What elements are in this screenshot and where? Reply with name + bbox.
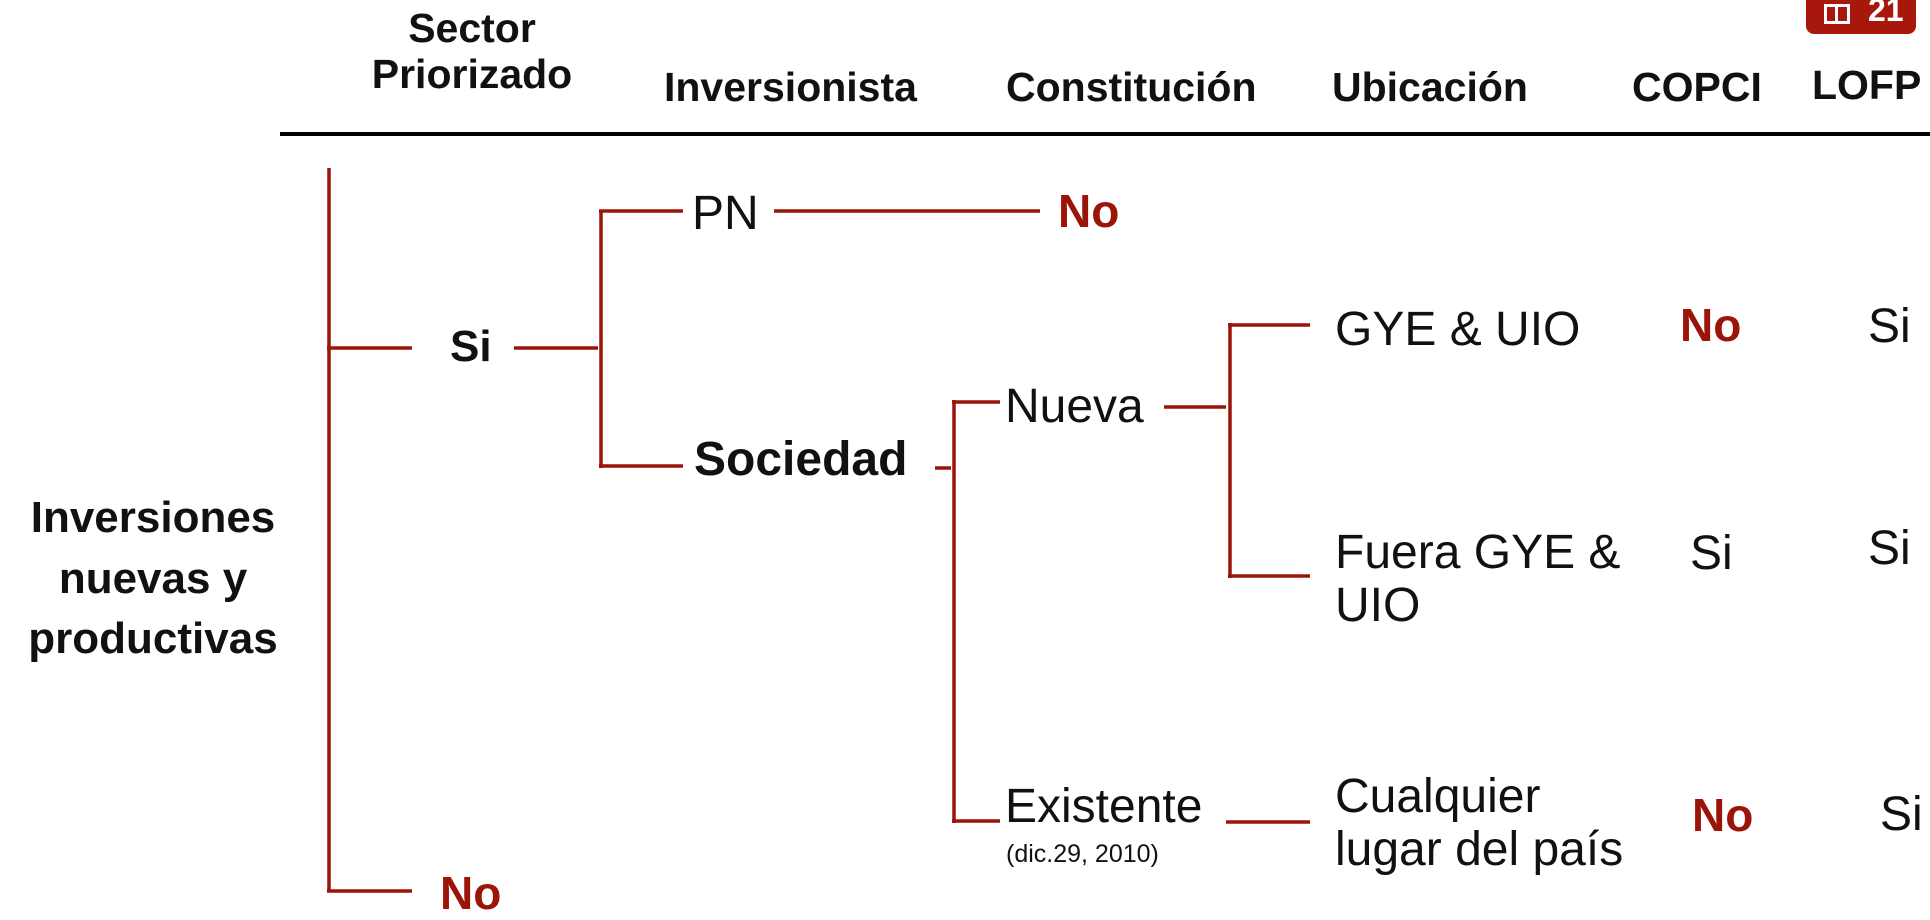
ubicacion-gye-uio: GYE & UIO <box>1335 303 1581 356</box>
header-copci: COPCI <box>1632 64 1762 110</box>
constitucion-existente: Existente <box>1005 780 1203 833</box>
root-label: Inversiones nuevas y productivas <box>28 493 278 664</box>
pn-result-no: No <box>1058 185 1120 237</box>
copci-row3: No <box>1692 789 1754 841</box>
ubicacion-cualquier-lugar: Cualquier lugar del país <box>1335 770 1624 876</box>
grid-icon <box>1824 4 1850 24</box>
header-ubicacion: Ubicación <box>1332 64 1528 110</box>
sector-si: Si <box>450 322 492 371</box>
inversionista-sociedad: Sociedad <box>694 433 908 486</box>
copci-row2: Si <box>1690 527 1733 580</box>
sector-no: No <box>440 867 502 919</box>
header-inversionista: Inversionista <box>664 64 917 110</box>
existente-date-note: (dic.29, 2010) <box>1006 840 1159 868</box>
header-sector-priorizado: Sector Priorizado <box>371 5 573 97</box>
slide-number-badge: 21 <box>1806 0 1916 34</box>
header-lofp: LOFP <box>1812 62 1922 108</box>
lofp-row2: Si <box>1868 522 1911 575</box>
lofp-row1: Si <box>1868 300 1911 353</box>
constitucion-nueva: Nueva <box>1005 380 1144 433</box>
copci-row1: No <box>1680 299 1742 351</box>
inversionista-pn: PN <box>692 187 759 240</box>
lofp-row3: Si <box>1880 788 1923 841</box>
ubicacion-fuera-gye-uio: Fuera GYE & UIO <box>1335 526 1621 632</box>
header-constitucion: Constitución <box>1006 64 1257 110</box>
slide-number: 21 <box>1868 0 1904 28</box>
